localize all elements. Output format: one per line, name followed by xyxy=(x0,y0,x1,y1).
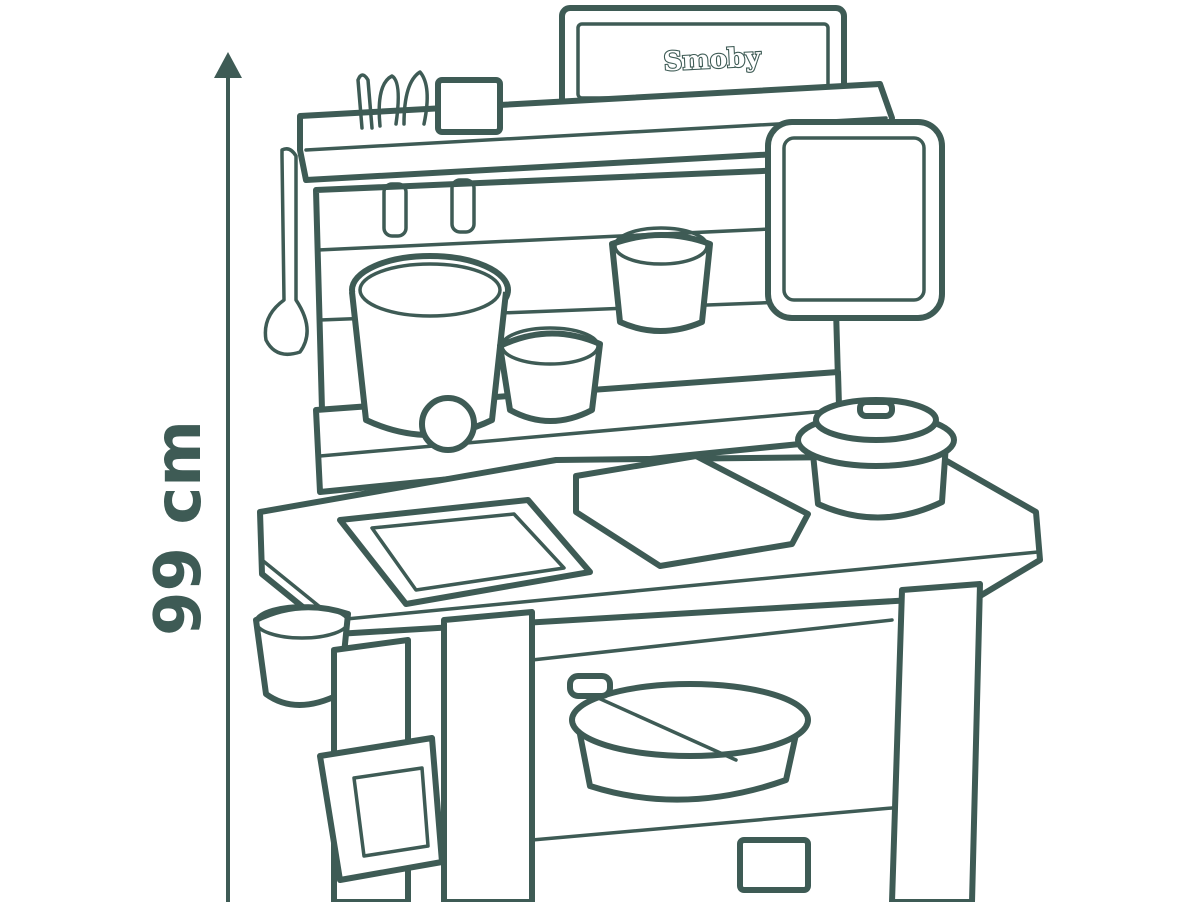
lower-box xyxy=(737,837,811,893)
height-label: 99 cm xyxy=(142,420,216,636)
pot xyxy=(795,397,957,521)
lower-shelf-tray xyxy=(317,735,445,883)
chalkboard xyxy=(765,119,945,321)
utensils xyxy=(356,70,503,135)
height-arrow-head xyxy=(214,52,242,78)
dispenser xyxy=(349,253,511,453)
hanging-cup-left xyxy=(497,326,603,424)
cutting-board xyxy=(573,453,811,569)
height-dimension: 99 cm xyxy=(142,52,242,902)
side-ladle xyxy=(263,147,309,356)
hanging-cup-right xyxy=(609,226,713,334)
side-cup xyxy=(253,604,351,708)
basket xyxy=(567,673,811,803)
sink xyxy=(337,497,593,607)
brand-logo: Smoby xyxy=(663,42,762,77)
